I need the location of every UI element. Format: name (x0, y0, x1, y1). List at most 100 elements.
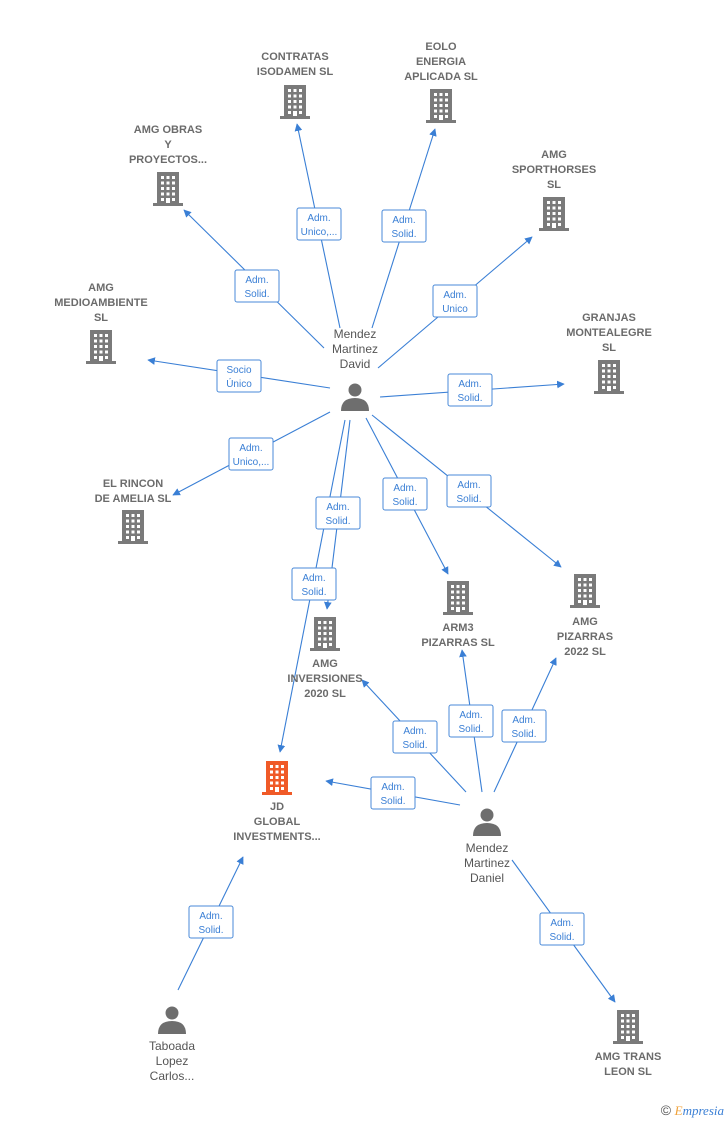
role-badge[interactable]: Adm.Solid. (315, 496, 361, 530)
building-icon (262, 761, 292, 795)
role-badge-text: Solid. (325, 516, 350, 527)
role-badge[interactable]: Adm.Solid. (381, 209, 427, 243)
building-icon (426, 89, 456, 123)
building-icon (86, 330, 116, 364)
company-label-line: AMG (541, 149, 567, 161)
role-badge[interactable]: Adm.Solid. (392, 720, 438, 754)
company-label-line: EOLO (425, 41, 457, 53)
role-badge[interactable]: Adm.Unico,... (228, 437, 274, 471)
role-badge-text: Adm. (512, 715, 535, 726)
brand-name: mpresia (682, 1103, 724, 1118)
company-label-line: SL (602, 342, 616, 354)
person-label-line: Mendez (466, 841, 509, 855)
company-node-jd-global[interactable]: JDGLOBALINVESTMENTS... (233, 761, 321, 843)
building-icon (310, 617, 340, 651)
nodes-layer: CONTRATAS ISODAMEN SL EOLO ENERGIA APLICADA … (54, 41, 661, 1083)
role-badge-text: Adm. (199, 911, 222, 922)
person-icon (341, 383, 369, 411)
company-label-line: Y (164, 139, 172, 151)
role-badge-text: Solid. (457, 393, 482, 404)
role-badge-text: Solid. (198, 925, 223, 936)
company-node-el-rincon[interactable]: EL RINCON DE AMELIA SL (95, 478, 172, 544)
role-badge-text: Unico (442, 304, 468, 315)
company-label-line: INVERSIONES (287, 673, 362, 685)
role-badge[interactable]: Adm.Unico,... (296, 207, 342, 241)
building-icon (153, 172, 183, 206)
company-label-line: SL (94, 312, 108, 324)
building-icon (280, 85, 310, 119)
company-node-eolo[interactable]: EOLO ENERGIA APLICADA SL (404, 41, 478, 123)
badges-layer: Adm.Unico,...Adm.Solid.Adm.Solid.Adm.Uni… (188, 207, 585, 946)
role-badge-text: Unico,... (233, 457, 270, 468)
role-badge-text: Adm. (443, 290, 466, 301)
company-label-line: SPORTHORSES (512, 164, 596, 176)
company-label-line: GLOBAL (254, 816, 301, 828)
role-badge[interactable]: Adm.Solid. (447, 373, 493, 407)
person-label-line: Daniel (470, 871, 504, 885)
role-badge[interactable]: Adm.Solid. (234, 269, 280, 303)
person-label-line: David (340, 357, 371, 371)
company-label-line: INVESTMENTS... (233, 831, 320, 843)
role-badge-text: Adm. (307, 213, 330, 224)
company-label-line: DE AMELIA SL (95, 493, 172, 505)
company-label-line: SL (547, 179, 561, 191)
role-badge-text: Adm. (302, 573, 325, 584)
company-label-line: PIZARRAS (557, 631, 613, 643)
role-badge[interactable]: Adm. Solid. (539, 912, 585, 946)
footer-brand: © Empresia (661, 1102, 724, 1119)
company-label-line: GRANJAS (582, 312, 636, 324)
company-label-line: AMG OBRAS (134, 124, 202, 136)
person-label-line: Mendez (334, 327, 377, 341)
person-label-line: Martinez (464, 856, 510, 870)
role-badge-text: Socio (226, 365, 251, 376)
company-label-line: MEDIOAMBIENTE (54, 297, 148, 309)
role-badge[interactable]: Adm.Solid. (448, 704, 494, 738)
company-label-line: AMG (312, 658, 338, 670)
company-node-contratas[interactable]: CONTRATAS ISODAMEN SL (257, 51, 334, 119)
role-badge[interactable]: Adm. Unico (432, 284, 478, 318)
role-badge[interactable]: Adm.Solid. (382, 477, 428, 511)
person-label-line: Martinez (332, 342, 378, 356)
role-badge-text: Solid. (549, 932, 574, 943)
company-label-line: ISODAMEN SL (257, 66, 334, 78)
role-badge-text: Solid. (458, 724, 483, 735)
role-badge[interactable]: Adm.Solid. (370, 776, 416, 810)
building-icon (613, 1010, 643, 1044)
role-badge-text: Adm. (550, 918, 573, 929)
company-node-amg-obras[interactable]: AMG OBRASYPROYECTOS... (129, 124, 207, 206)
company-label-line: AMG TRANS (595, 1051, 662, 1063)
company-label-line: 2020 SL (304, 688, 346, 700)
company-node-amg-sporthorses[interactable]: AMG SPORTHORSES SL (512, 149, 596, 231)
person-label-line: Lopez (156, 1054, 189, 1068)
role-badge[interactable]: Adm.Solid. (446, 474, 492, 508)
company-label-line: CONTRATAS (261, 51, 328, 63)
building-icon (118, 510, 148, 544)
company-label-line: PIZARRAS SL (421, 637, 495, 649)
role-badge[interactable]: Adm.Solid. (291, 567, 337, 601)
edges-layer (147, 123, 616, 1003)
person-icon (473, 808, 501, 836)
company-label-line: EL RINCON (103, 478, 163, 490)
role-badge-text: Solid. (402, 740, 427, 751)
company-label-line: AMG (572, 616, 598, 628)
person-node-taboada[interactable]: TaboadaLopezCarlos... (149, 1006, 195, 1084)
company-label-line: ENERGIA (416, 56, 466, 68)
company-node-amg-inversiones[interactable]: AMG INVERSIONES 2020 SL (287, 617, 363, 700)
company-label-line: ARM3 (442, 622, 473, 634)
role-badge-text: Solid. (392, 497, 417, 508)
role-badge-text: Solid. (380, 796, 405, 807)
company-label-line: APLICADA SL (404, 71, 478, 83)
brand-initial: E (674, 1103, 683, 1118)
role-badge-text: Adm. (457, 480, 480, 491)
role-badge[interactable]: Adm. Solid. (188, 905, 234, 939)
role-badge[interactable]: Adm.Solid. (501, 709, 547, 743)
